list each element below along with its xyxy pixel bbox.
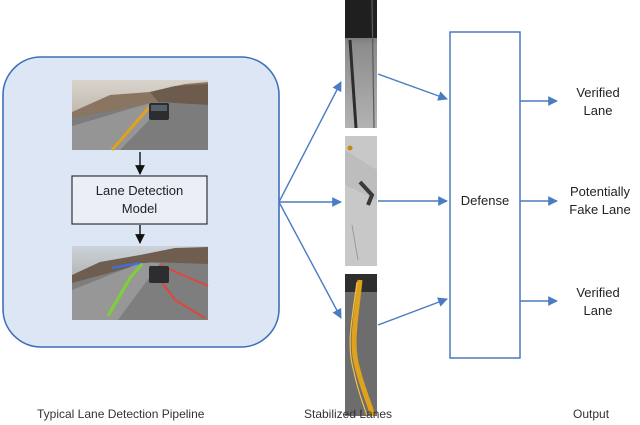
- arrow-to-strip-3: [278, 201, 342, 319]
- detected-lanes-image: [72, 246, 209, 320]
- output-3-line1: Verified: [576, 285, 620, 300]
- model-label-line1: Lane Detection: [95, 183, 184, 198]
- stabilized-lane-strip-3: [345, 274, 377, 417]
- output-3-line2: Lane: [583, 303, 613, 318]
- arrow-strip-3-to-defense: [377, 297, 448, 326]
- output-1-line2: Lane: [583, 103, 613, 118]
- output-2-line1: Potentially: [570, 184, 630, 199]
- output-2: Potentially Fake Lane: [560, 183, 640, 219]
- input-road-image: [72, 80, 208, 151]
- output-1-line1: Verified: [576, 85, 620, 100]
- model-label: Lane Detection Model: [72, 182, 207, 218]
- lane-detection-model-box: [71, 175, 208, 225]
- output-3: Verified Lane: [560, 284, 636, 320]
- stabilized-lane-strip-1: [345, 0, 377, 129]
- arrow-to-strip-1: [278, 81, 342, 203]
- stabilized-lane-strip-2: [345, 136, 377, 266]
- arrow-strip-1-to-defense: [377, 73, 448, 101]
- caption-pipeline: Typical Lane Detection Pipeline: [37, 407, 205, 421]
- model-label-line2: Model: [121, 201, 158, 216]
- caption-stabilized: Stabilized Lanes: [304, 407, 393, 421]
- defense-box: [449, 31, 521, 359]
- output-1: Verified Lane: [560, 84, 636, 120]
- output-2-line2: Fake Lane: [569, 202, 631, 217]
- caption-output: Output: [573, 407, 610, 421]
- defense-label: Defense: [460, 193, 510, 208]
